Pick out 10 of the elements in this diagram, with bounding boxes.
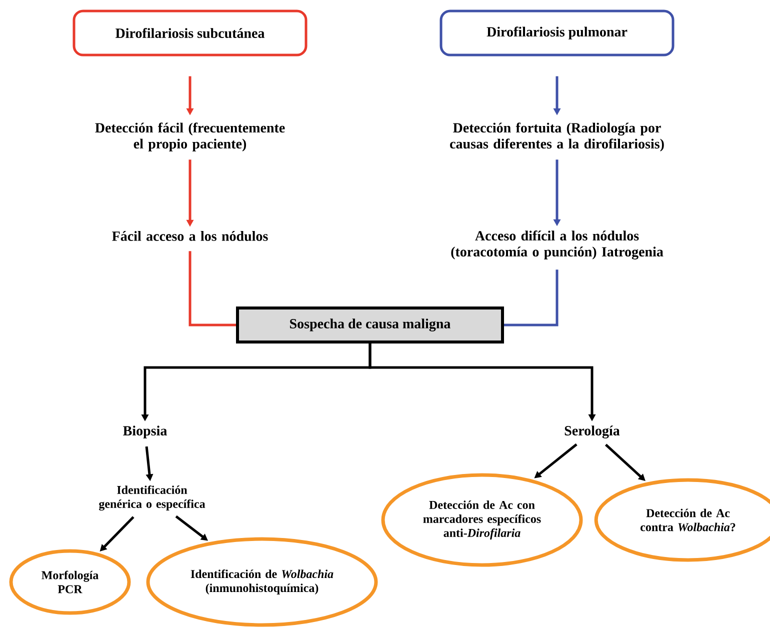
step-text: Identificación genérica o específica: [99, 485, 206, 511]
step-text: Detección fácil (frecuentemente el propio paciente): [95, 122, 285, 152]
step-text: Biopsia: [123, 426, 167, 438]
step-text: Serología: [564, 426, 620, 438]
rounded-box: Dirofilariosis pulmonar: [440, 10, 674, 56]
process-box: Sospecha de causa maligna: [236, 306, 504, 344]
step-text: Acceso difícil a los nódulos (toracotomía o punción) Iatrogenia: [451, 230, 664, 260]
step-text: Detección fortuita (Radiología por causas diferentes a la dirofilariosis): [450, 122, 664, 152]
rounded-box: Dirofilariosis subcutánea: [72, 10, 308, 56]
step-text: Fácil acceso a los nódulos: [112, 231, 268, 241]
